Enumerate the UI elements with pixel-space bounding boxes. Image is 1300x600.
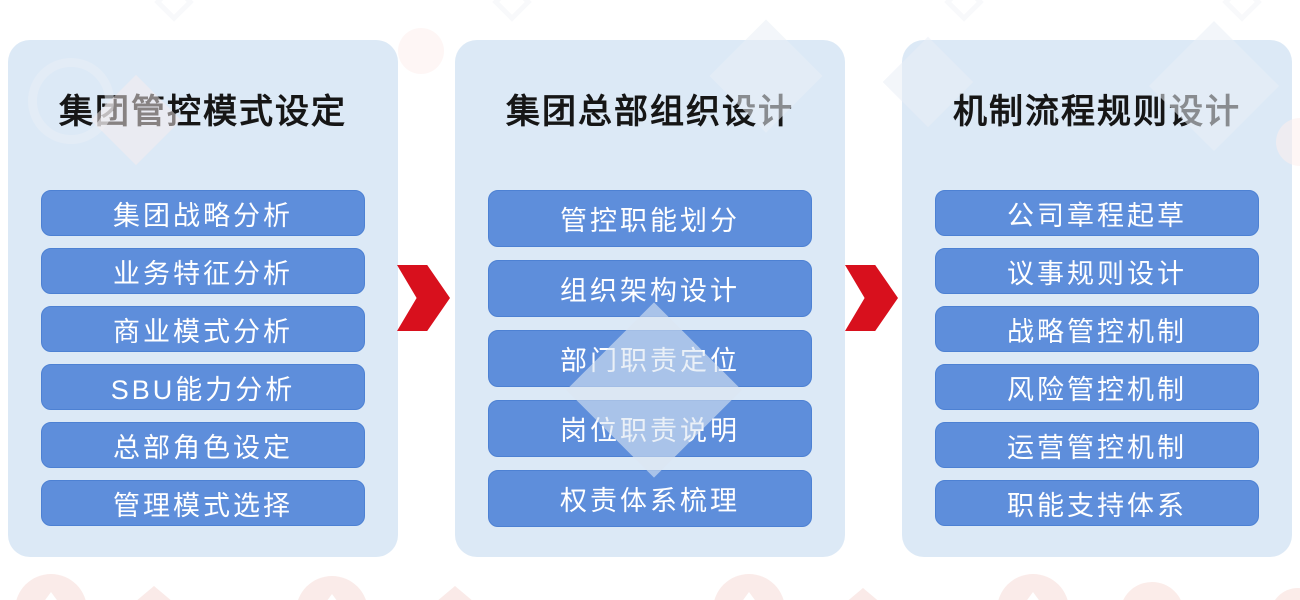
process-step: 运营管控机制 — [935, 422, 1259, 468]
process-step: 管控职能划分 — [488, 190, 812, 247]
watermark-logo-circle-icon — [713, 574, 785, 600]
phase-panel-1: 集团管控模式设定 集团战略分析业务特征分析商业模式分析 SBU能力分析总部角色设定… — [8, 40, 398, 557]
process-step: 总部角色设定 — [41, 422, 365, 468]
phase-title: 机制流程规则设计 — [953, 93, 1241, 131]
process-step: 商业模式分析 — [41, 306, 365, 352]
process-step: 战略管控机制 — [935, 306, 1259, 352]
process-step: 业务特征分析 — [41, 248, 365, 294]
chevron-right-icon — [845, 265, 898, 331]
phase-title: 集团总部组织设计 — [506, 93, 794, 131]
watermark-square-icon — [1222, 0, 1262, 22]
process-step: 风险管控机制 — [935, 364, 1259, 410]
phase-steps: 管控职能划分组织架构设计部门职责定位岗位职责说明权责体系梳理 — [488, 190, 812, 527]
process-step: 公司章程起草 — [935, 190, 1259, 236]
process-step: 管理模式选择 — [41, 480, 365, 526]
watermark-square-icon — [492, 0, 532, 22]
phase-steps: 公司章程起草议事规则设计战略管控机制风险管控机制运营管控机制职能支持体系 — [935, 190, 1259, 526]
chevron-right-icon — [397, 265, 450, 331]
process-step: 岗位职责说明 — [488, 400, 812, 457]
process-step: 部门职责定位 — [488, 330, 812, 387]
process-step: SBU能力分析 — [41, 364, 365, 410]
watermark-logo-circle-icon — [15, 574, 87, 600]
process-step: 权责体系梳理 — [488, 470, 812, 527]
watermark-triangle-icon — [436, 586, 474, 600]
phase-steps: 集团战略分析业务特征分析商业模式分析 SBU能力分析总部角色设定管理模式选择 — [41, 190, 365, 526]
phase-panel-2: 集团总部组织设计 管控职能划分组织架构设计部门职责定位岗位职责说明权责体系梳理 — [455, 40, 845, 557]
watermark-triangle-icon — [844, 588, 882, 600]
watermark-square-icon — [154, 0, 194, 22]
watermark-logo-circle-icon — [997, 574, 1069, 600]
watermark-square-icon — [944, 0, 984, 22]
phase-title: 集团管控模式设定 — [59, 93, 347, 131]
watermark-logo-circle-icon — [1270, 588, 1300, 600]
process-step: 议事规则设计 — [935, 248, 1259, 294]
watermark-logo-circle-icon — [1120, 582, 1184, 600]
process-step: 职能支持体系 — [935, 480, 1259, 526]
process-step: 集团战略分析 — [41, 190, 365, 236]
watermark-dot-icon — [398, 28, 444, 74]
watermark-logo-circle-icon — [296, 576, 368, 600]
phase-panel-3: 机制流程规则设计 公司章程起草议事规则设计战略管控机制风险管控机制运营管控机制职… — [902, 40, 1292, 557]
process-step: 组织架构设计 — [488, 260, 812, 317]
watermark-triangle-icon — [135, 586, 173, 600]
